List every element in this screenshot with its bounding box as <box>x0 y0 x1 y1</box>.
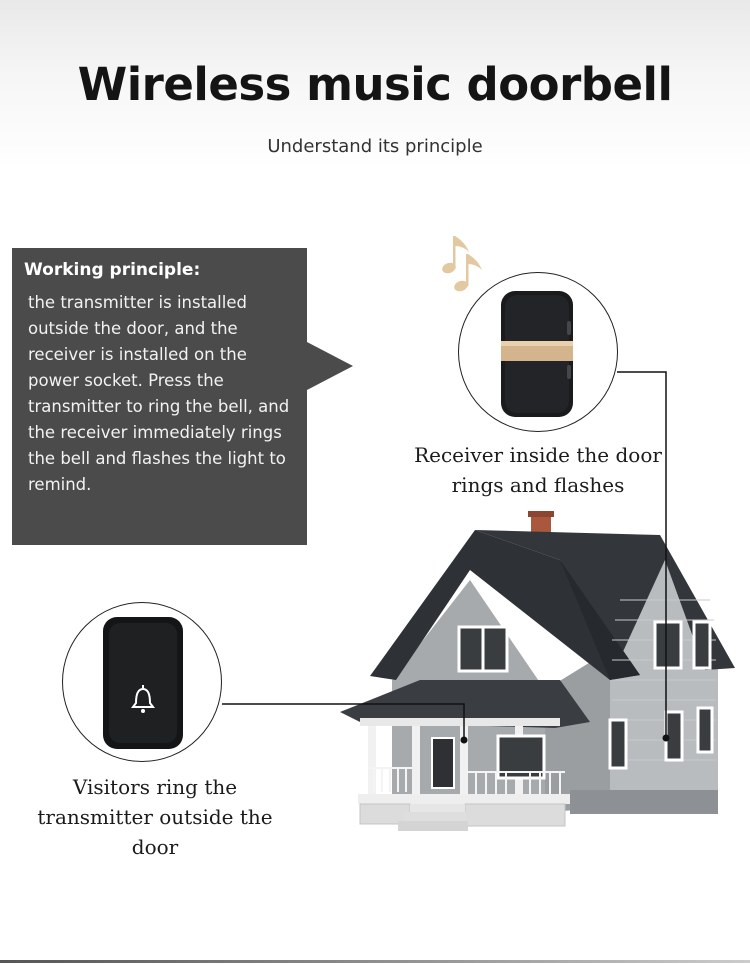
transmitter-caption-line: transmitter outside the <box>37 805 273 829</box>
header-band <box>0 0 750 170</box>
transmitter-caption-line: door <box>131 835 179 859</box>
receiver-location-dot <box>662 734 670 742</box>
transmitter-caption: Visitors ring the transmitter outside th… <box>20 772 290 862</box>
receiver-circle <box>458 272 618 432</box>
connector-lines <box>222 371 667 740</box>
transmitter-caption-line: Visitors ring the <box>72 775 238 799</box>
receiver-device <box>501 291 573 417</box>
working-principle-box: Working principle: the transmitter is in… <box>12 248 353 545</box>
bell-icon <box>131 685 155 713</box>
house-illustration <box>340 511 735 831</box>
bottom-divider <box>0 960 750 963</box>
transmitter-location-dot <box>460 736 468 744</box>
music-note-icon <box>442 236 482 292</box>
page-title: Wireless music doorbell <box>77 58 673 111</box>
principle-text: the transmitter is installed outside the… <box>28 293 290 494</box>
receiver-caption: Receiver inside the door rings and flash… <box>400 440 676 500</box>
page-subtitle: Understand its principle <box>267 136 483 157</box>
receiver-caption-line: rings and flashes <box>451 473 625 497</box>
receiver-caption-line: Receiver inside the door <box>414 443 662 467</box>
transmitter-circle <box>62 602 222 762</box>
transmitter-device <box>103 617 183 749</box>
principle-heading: Working principle: <box>24 260 201 280</box>
